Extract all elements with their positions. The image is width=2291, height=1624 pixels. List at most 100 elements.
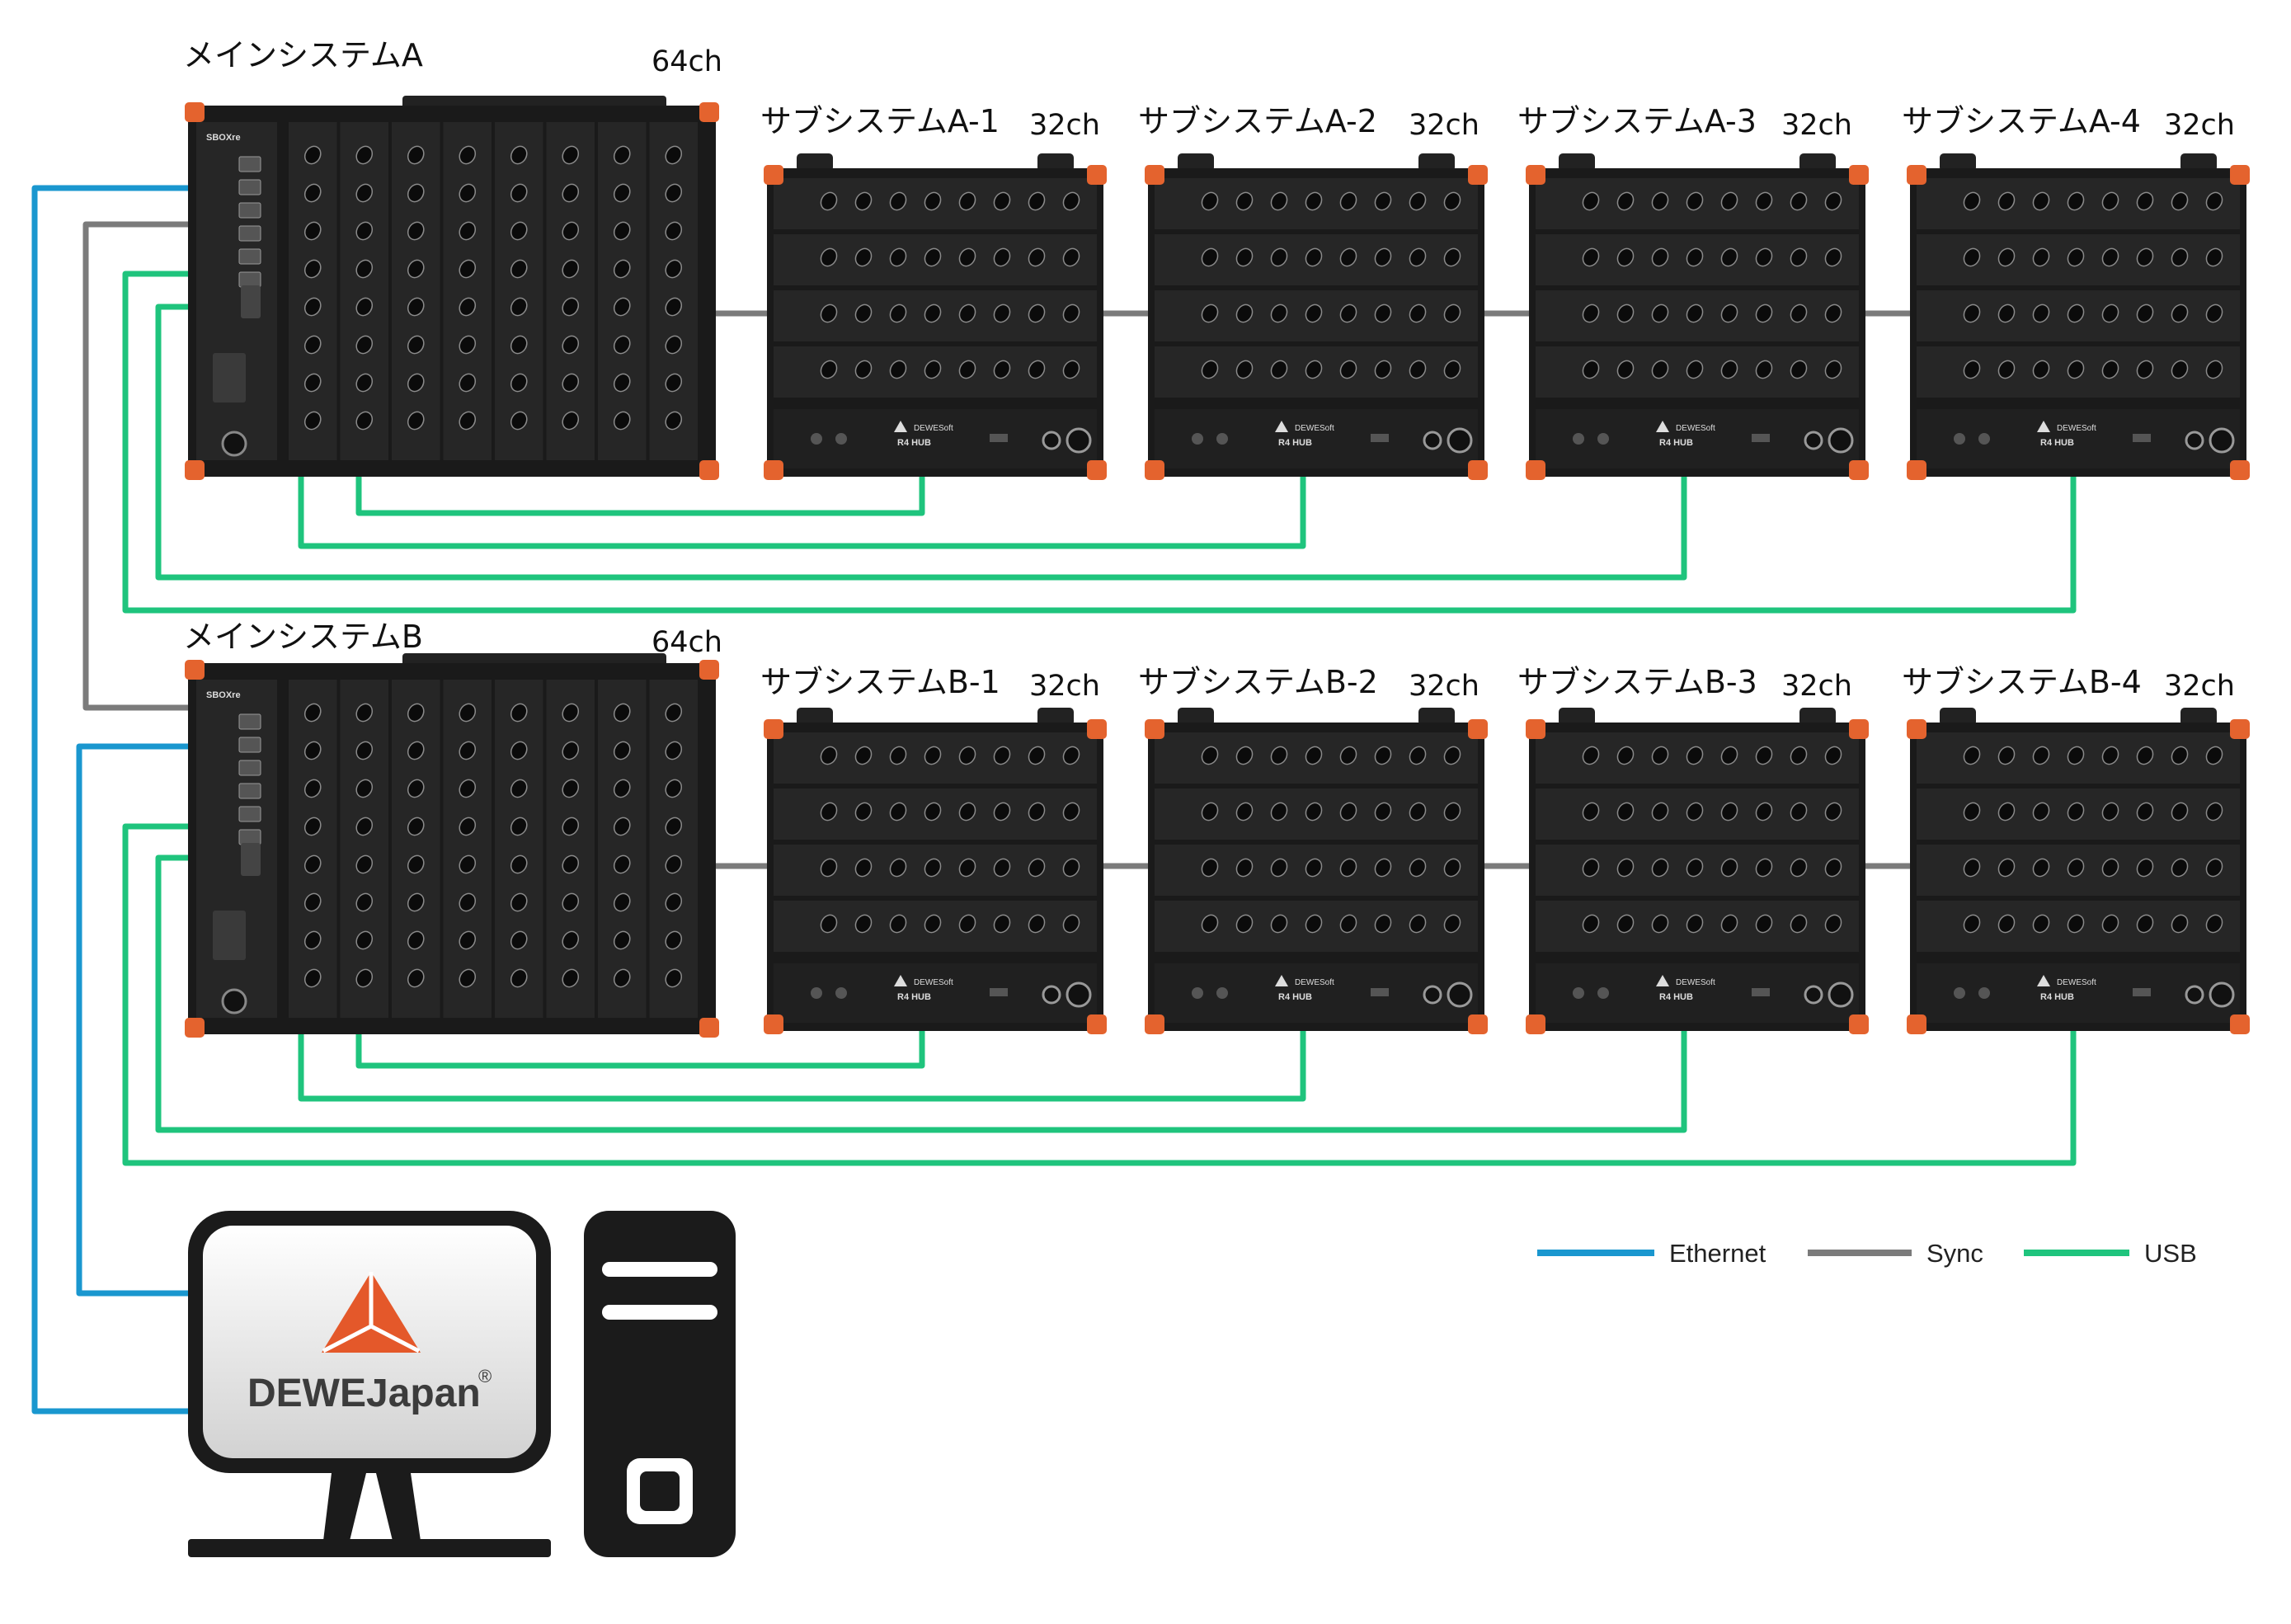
input-connector xyxy=(355,779,374,798)
input-connector xyxy=(889,247,907,267)
input-connector xyxy=(1790,914,1808,934)
input-connector xyxy=(1028,247,1046,267)
sync-port xyxy=(1978,987,1990,999)
port xyxy=(238,783,261,799)
input-connector xyxy=(562,259,580,279)
input-connector xyxy=(854,247,873,267)
module-slot xyxy=(392,122,440,460)
input-connector xyxy=(1235,802,1254,821)
input-connector xyxy=(1997,360,2016,379)
input-connector xyxy=(889,858,907,878)
port xyxy=(241,843,261,876)
input-connector xyxy=(2101,304,2119,323)
input-connector xyxy=(2067,304,2085,323)
input-connector xyxy=(820,746,838,765)
input-connector xyxy=(1235,191,1254,211)
input-connector xyxy=(993,802,1011,821)
subsystem-a3-name: サブシステムA-3 xyxy=(1517,103,1757,139)
input-connector xyxy=(303,335,322,355)
input-connector xyxy=(2032,858,2050,878)
hub-brand: DEWESoft xyxy=(1676,978,1715,987)
input-connector xyxy=(1824,802,1842,821)
usb-port xyxy=(1752,434,1770,442)
sync-port xyxy=(1192,987,1203,999)
input-connector xyxy=(1062,746,1080,765)
input-connector xyxy=(510,817,528,836)
input-connector xyxy=(1235,746,1254,765)
hub-brand: DEWESoft xyxy=(1295,978,1334,987)
computer: DEWEJapan ® xyxy=(188,1211,736,1557)
input-connector xyxy=(1720,746,1738,765)
input-connector xyxy=(665,817,683,836)
corner-bumper xyxy=(185,102,205,122)
input-connector xyxy=(1582,191,1600,211)
input-connector xyxy=(303,968,322,988)
input-connector xyxy=(1720,304,1738,323)
subsystem-b1-channels: 32ch xyxy=(1029,670,1100,703)
input-connector xyxy=(1339,746,1357,765)
input-connector xyxy=(459,297,477,317)
input-connector xyxy=(613,145,631,165)
power-connector-icon xyxy=(1066,427,1092,454)
input-connector xyxy=(1062,360,1080,379)
input-connector xyxy=(1755,858,1773,878)
input-connector xyxy=(1582,360,1600,379)
corner-bumper xyxy=(2230,719,2250,739)
input-connector xyxy=(459,930,477,950)
power-connector-icon xyxy=(1423,985,1442,1005)
input-connector xyxy=(2171,858,2189,878)
top-handle xyxy=(1559,153,1595,172)
input-connector xyxy=(562,335,580,355)
top-handle xyxy=(2180,708,2217,726)
hub-brand: DEWESoft xyxy=(2057,424,2096,433)
sync-port xyxy=(1573,433,1584,445)
input-connector xyxy=(1028,802,1046,821)
input-connector xyxy=(1582,304,1600,323)
input-connector xyxy=(1062,304,1080,323)
input-connector xyxy=(1963,304,1981,323)
input-connector xyxy=(407,259,425,279)
input-connector xyxy=(1686,914,1704,934)
corner-bumper xyxy=(764,1014,783,1034)
input-connector xyxy=(854,360,873,379)
input-connector xyxy=(510,183,528,203)
input-connector xyxy=(665,779,683,798)
input-connector xyxy=(1062,858,1080,878)
input-connector xyxy=(510,145,528,165)
input-connector xyxy=(562,817,580,836)
input-connector xyxy=(1720,914,1738,934)
input-connector xyxy=(889,914,907,934)
input-connector xyxy=(1720,858,1738,878)
input-connector xyxy=(2032,191,2050,211)
input-connector xyxy=(1235,914,1254,934)
input-connector xyxy=(889,191,907,211)
dewesoft-small-logo-icon xyxy=(1275,421,1288,432)
input-connector xyxy=(613,703,631,723)
sync-port xyxy=(1954,433,1965,445)
input-connector xyxy=(665,373,683,393)
usb-b-3 xyxy=(155,854,1687,1133)
input-connector xyxy=(889,746,907,765)
input-connector xyxy=(2067,858,2085,878)
input-connector xyxy=(1651,360,1669,379)
input-connector xyxy=(562,779,580,798)
port xyxy=(238,271,261,288)
subsystem-b4-channels: 32ch xyxy=(2164,670,2235,703)
input-connector xyxy=(562,221,580,241)
input-connector xyxy=(1686,858,1704,878)
input-connector xyxy=(1997,247,2016,267)
labels: メインシステムA 64ch メインシステムB 64ch サブシステムA-1 32… xyxy=(183,37,2235,703)
input-connector xyxy=(1824,247,1842,267)
top-handle xyxy=(2180,153,2217,172)
input-connector xyxy=(1201,914,1219,934)
corner-bumper xyxy=(1087,460,1107,480)
input-connector xyxy=(2032,802,2050,821)
input-connector xyxy=(459,703,477,723)
input-connector xyxy=(355,335,374,355)
module-slot xyxy=(289,122,337,460)
input-connector xyxy=(459,183,477,203)
port xyxy=(238,202,261,219)
input-connector xyxy=(303,259,322,279)
input-connector xyxy=(1963,191,1981,211)
